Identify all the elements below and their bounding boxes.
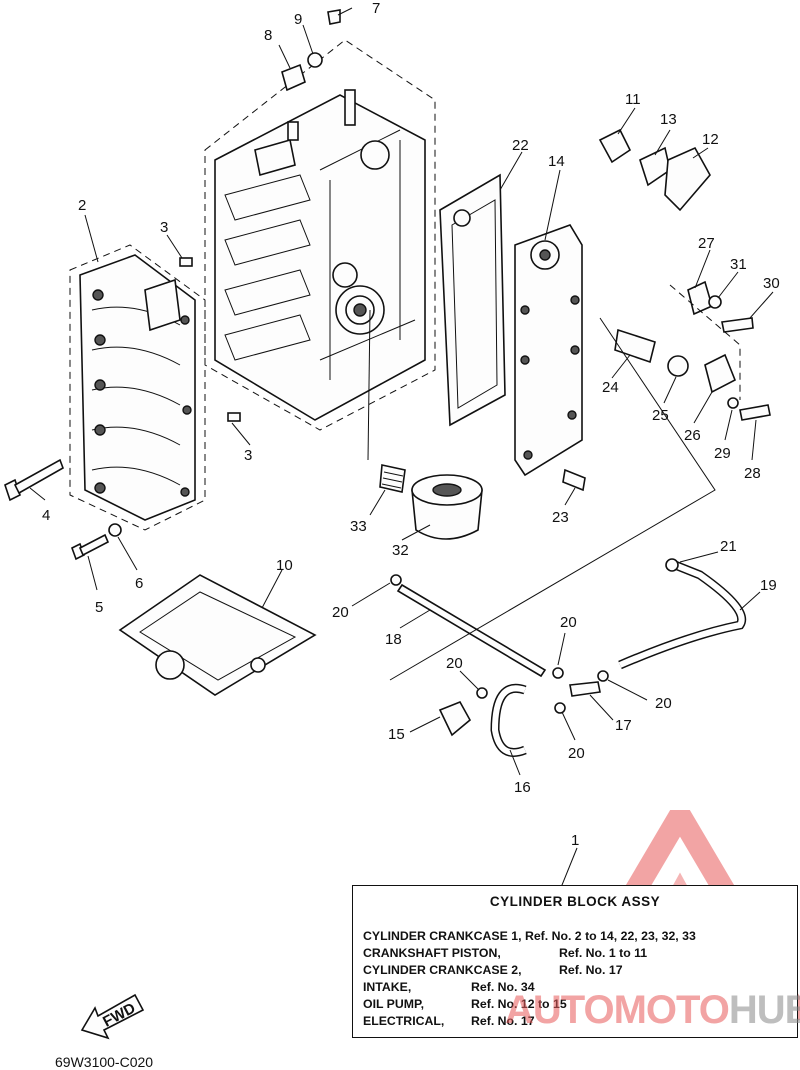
callout-20a: 20 — [332, 604, 349, 621]
assembly-row-name: CYLINDER CRANKCASE 1, — [363, 929, 522, 943]
assembly-row-ref: Ref. No. 12 to 15 — [471, 997, 567, 1011]
callout-7: 7 — [372, 0, 380, 17]
watermark-text-part2: HUB — [728, 988, 800, 1032]
callout-23: 23 — [552, 509, 569, 526]
callout-10: 10 — [276, 557, 293, 574]
callout-11: 11 — [625, 91, 641, 108]
crankcase-block — [204, 39, 436, 431]
assembly-row: ELECTRICAL, Ref. No. 17 — [363, 1014, 535, 1028]
diagram-code: 69W3100-C020 — [55, 1054, 154, 1070]
callout-6: 6 — [135, 575, 143, 592]
callout-27: 27 — [698, 235, 715, 252]
oil-pipe-33 — [379, 464, 406, 493]
callout-3b: 3 — [244, 447, 252, 464]
gasket-10 — [118, 574, 317, 696]
hoses — [390, 558, 746, 757]
callout-3a: 3 — [160, 219, 168, 236]
cylinder-head — [69, 244, 206, 531]
callout-24: 24 — [602, 379, 619, 396]
thermostat-parts — [614, 280, 771, 421]
callout-9: 9 — [294, 11, 302, 28]
callout-16: 16 — [514, 779, 531, 796]
callout-15: 15 — [388, 726, 405, 743]
fwd-arrow: FWD — [80, 993, 145, 1040]
callout-12: 12 — [702, 131, 719, 148]
assembly-row-ref: Ref. No. 34 — [471, 980, 535, 994]
callout-18: 18 — [385, 631, 402, 648]
callout-2: 2 — [78, 197, 86, 214]
callout-28: 28 — [744, 465, 761, 482]
callout-13: 13 — [660, 111, 677, 128]
assembly-row: CYLINDER CRANKCASE 1, Ref. No. 2 to 14, … — [363, 929, 696, 943]
callout-33: 33 — [350, 518, 367, 535]
bolts — [4, 9, 586, 561]
callout-20c: 20 — [446, 655, 463, 672]
callout-32: 32 — [392, 542, 409, 559]
assembly-row-name: CYLINDER CRANKCASE 2, — [363, 963, 522, 977]
callout-25: 25 — [652, 407, 669, 424]
callout-5: 5 — [95, 599, 103, 616]
exhaust-cover-14 — [514, 224, 583, 477]
assembly-row-ref: Ref. No. 1 to 11 — [559, 946, 648, 960]
assembly-title: CYLINDER BLOCK ASSY — [489, 894, 661, 909]
callout-labels: 1 2 3 3 4 5 6 7 8 9 10 11 12 13 14 15 16… — [42, 0, 780, 849]
callout-31: 31 — [730, 256, 747, 273]
callout-8: 8 — [264, 27, 272, 44]
gasket-22 — [439, 173, 506, 427]
assembly-row-ref: Ref. No. 2 to 14, 22, 23, 32, 33 — [524, 929, 696, 943]
callout-1: 1 — [571, 832, 579, 849]
callout-22: 22 — [512, 137, 529, 154]
assembly-row: CYLINDER CRANKCASE 2, Ref. No. 17 — [363, 963, 623, 977]
callout-17: 17 — [615, 717, 632, 734]
callout-19: 19 — [760, 577, 777, 594]
assembly-row-ref: Ref. No. 17 — [559, 963, 623, 977]
assembly-row-name: OIL PUMP, — [363, 997, 425, 1011]
callout-20e: 20 — [568, 745, 585, 762]
assembly-row-name: ELECTRICAL, — [363, 1014, 445, 1028]
callout-14: 14 — [548, 153, 565, 170]
watermark-text-part1: AUTOMOTO — [505, 988, 730, 1032]
assembly-row: INTAKE, Ref. No. 34 — [363, 980, 535, 994]
callout-26: 26 — [684, 427, 701, 444]
callout-21: 21 — [720, 538, 737, 555]
callout-20d: 20 — [655, 695, 672, 712]
callout-29: 29 — [714, 445, 731, 462]
assembly-row: OIL PUMP, Ref. No. 12 to 15 — [363, 997, 567, 1011]
callout-4: 4 — [42, 507, 50, 524]
callout-30: 30 — [763, 275, 780, 292]
callout-20b: 20 — [560, 614, 577, 631]
watermark-text: AUTOMOTOHUB — [505, 988, 800, 1033]
assembly-reference-table: CYLINDER BLOCK ASSY CYLINDER CRANKCASE 1… — [352, 885, 798, 1038]
oil-filter-32 — [411, 474, 483, 540]
leader-lines — [29, 7, 774, 891]
assembly-row: CRANKSHAFT PISTON, Ref. No. 1 to 11 — [363, 946, 647, 960]
oil-pump-parts — [598, 128, 711, 212]
assembly-row-ref: Ref. No. 17 — [471, 1014, 535, 1028]
assembly-row-name: INTAKE, — [363, 980, 412, 994]
assembly-row-name: CRANKSHAFT PISTON, — [363, 946, 501, 960]
